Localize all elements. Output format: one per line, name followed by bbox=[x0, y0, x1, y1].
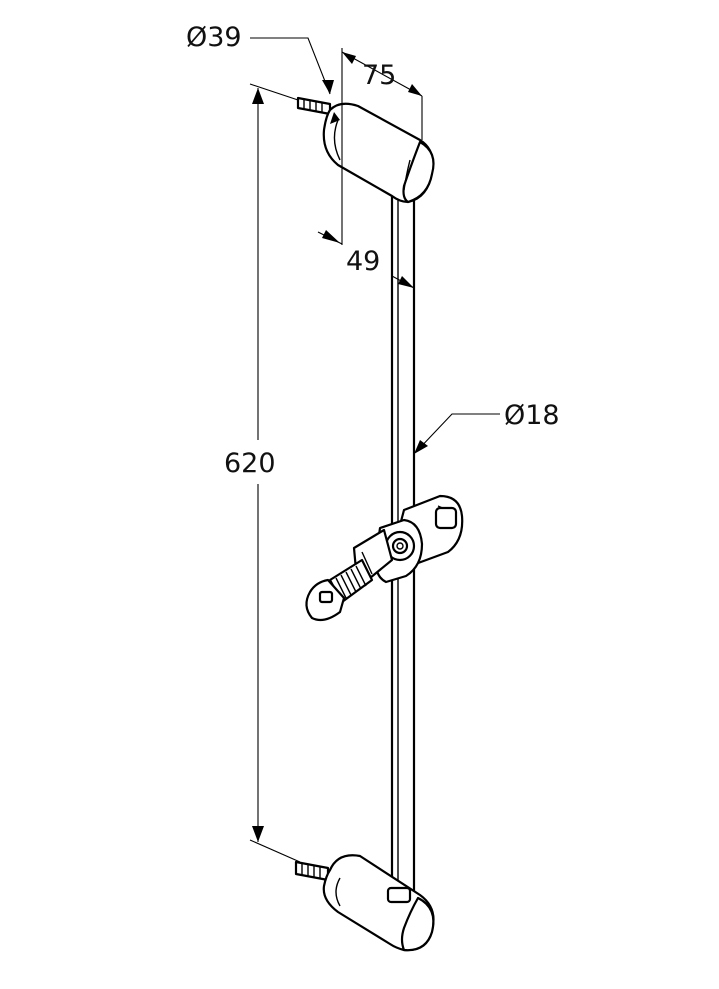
bar-diameter-label: Ø18 bbox=[504, 400, 560, 431]
bar-length-label: 620 bbox=[224, 448, 276, 479]
dimension-bar-diameter: Ø18 bbox=[414, 400, 560, 454]
bracket-diameter-label: Ø39 bbox=[186, 22, 242, 53]
bar-offset-label: 49 bbox=[346, 246, 380, 277]
dimension-bar-length: 620 bbox=[224, 83, 301, 863]
slider-holder bbox=[305, 494, 464, 622]
top-wall-bracket bbox=[296, 96, 435, 204]
wall-projection-label: 75 bbox=[362, 60, 396, 91]
bottom-wall-bracket bbox=[294, 854, 435, 952]
dimension-bracket-diameter: Ø39 bbox=[186, 22, 340, 124]
dimension-wall-projection: 75 bbox=[341, 48, 423, 245]
bottom-anchor-screw bbox=[294, 860, 330, 882]
top-anchor-screw bbox=[296, 96, 332, 116]
dimension-bar-offset: 49 bbox=[317, 230, 415, 289]
